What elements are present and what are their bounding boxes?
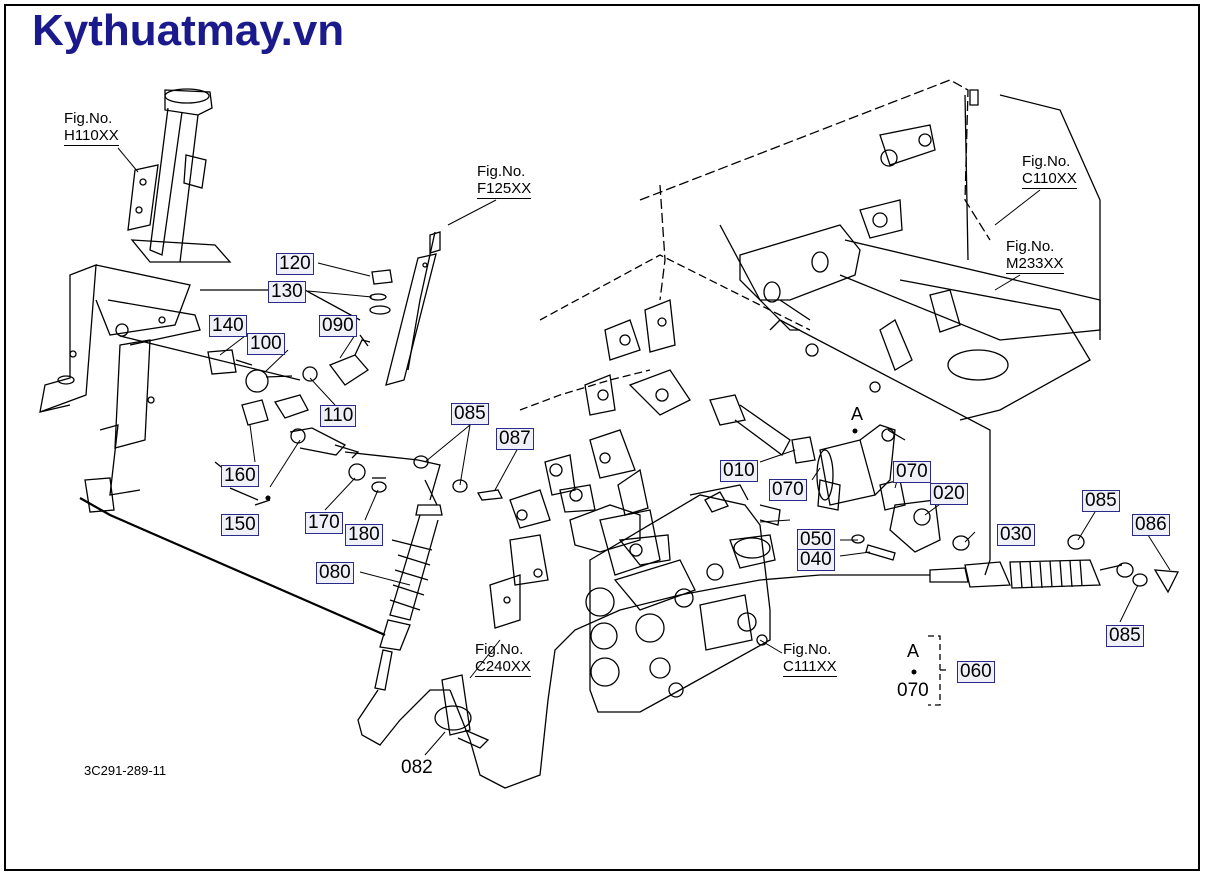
- fig-ref-m233[interactable]: Fig.No. M233XX: [1006, 238, 1064, 274]
- part-070-shaft[interactable]: 070: [769, 479, 807, 501]
- part-086[interactable]: 086: [1132, 514, 1170, 536]
- part-150[interactable]: 150: [221, 514, 259, 536]
- part-080[interactable]: 080: [316, 562, 354, 584]
- part-030[interactable]: 030: [997, 524, 1035, 546]
- part-060[interactable]: 060: [957, 661, 995, 683]
- part-085-right-bottom[interactable]: 085: [1106, 625, 1144, 647]
- drawing-code: 3C291-289-11: [84, 763, 167, 778]
- part-130[interactable]: 130: [268, 281, 306, 303]
- part-010[interactable]: 010: [720, 460, 758, 482]
- part-085-left[interactable]: 085: [451, 403, 489, 425]
- part-020[interactable]: 020: [930, 483, 968, 505]
- brand-logo[interactable]: Kythuatmay.vn: [32, 6, 345, 55]
- part-120[interactable]: 120: [276, 253, 314, 275]
- part-100[interactable]: 100: [247, 333, 285, 355]
- fig-ref-f125[interactable]: Fig.No. F125XX: [477, 163, 532, 199]
- part-090[interactable]: 090: [319, 315, 357, 337]
- detail-a-marker: A: [851, 404, 864, 424]
- hydraulic-valve-housing: [489, 254, 811, 713]
- part-082[interactable]: 082: [401, 757, 433, 778]
- part-085-right-top[interactable]: 085: [1082, 490, 1120, 512]
- fig-ref-h110[interactable]: Fig.No. H110XX: [64, 110, 119, 146]
- part-087[interactable]: 087: [496, 428, 534, 450]
- part-110[interactable]: 110: [320, 405, 357, 427]
- control-cable: [79, 451, 930, 789]
- transmission-case: [639, 79, 1101, 576]
- part-180[interactable]: 180: [345, 524, 383, 546]
- legend-a-letter: A: [907, 641, 920, 661]
- drawing-frame: [4, 4, 1200, 871]
- part-160[interactable]: 160: [221, 465, 259, 487]
- fig-ref-c111[interactable]: Fig.No. C111XX: [783, 641, 837, 677]
- part-070-pin[interactable]: 070: [893, 461, 931, 483]
- part-070-legend[interactable]: 070: [897, 680, 929, 701]
- steering-column-bracket: [39, 88, 232, 513]
- fig-ref-c240[interactable]: Fig.No. C240XX: [475, 641, 531, 677]
- shaft-assembly: [709, 299, 970, 561]
- part-050[interactable]: 050: [797, 529, 835, 551]
- fig-ref-c110[interactable]: Fig.No. C110XX: [1022, 153, 1077, 189]
- legend-bracket: [928, 635, 950, 706]
- part-140[interactable]: 140: [209, 315, 247, 337]
- cable-clamp: [434, 674, 490, 749]
- part-040[interactable]: 040: [797, 549, 835, 571]
- part-170[interactable]: 170: [305, 512, 343, 534]
- cable-end-right: [929, 534, 1180, 594]
